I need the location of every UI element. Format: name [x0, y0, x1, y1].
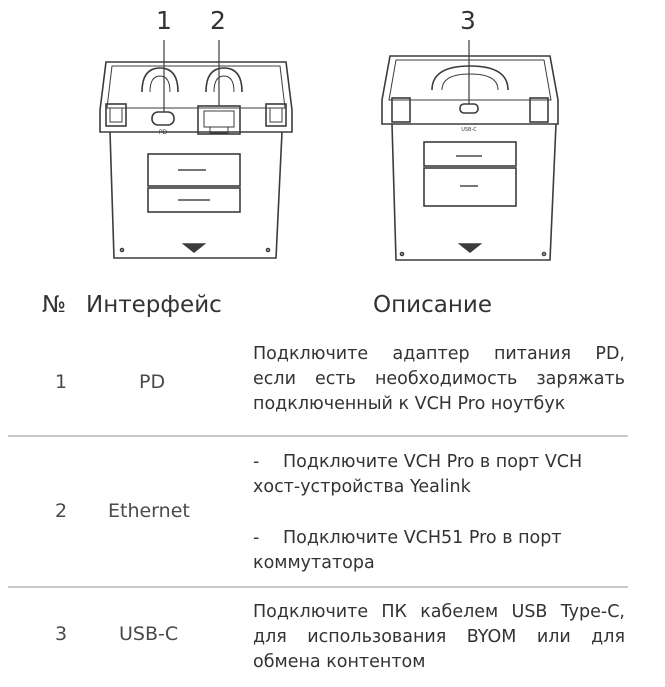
usbc-port-label: USB-C	[461, 127, 477, 133]
row-3-number: 3	[55, 623, 68, 645]
row-1-interface: PD	[139, 371, 166, 393]
row-1-description-line: подключенный к VCH Pro ноутбук	[253, 394, 566, 414]
row-1-description: Подключите адаптер питания PD, если есть…	[253, 342, 625, 417]
row-divider	[8, 435, 628, 437]
row-3-description-line: для использования BYOM или для	[253, 627, 625, 647]
row-2-item-1-line-2: хост-устройства Yealink	[253, 477, 471, 497]
row-1-description-line: Подключите адаптер питания PD,	[253, 344, 625, 364]
header-number: №	[42, 292, 66, 318]
header-interface: Интерфейс	[86, 292, 222, 318]
device-diagram: PD USB-C	[99, 40, 559, 261]
row-2-item-1: -Подключите VCH Pro в порт VCH хост-устр…	[253, 450, 625, 500]
row-2-number: 2	[55, 500, 68, 522]
callout-1: 1	[156, 6, 172, 35]
pd-port-label: PD	[159, 129, 168, 136]
callout-2: 2	[210, 6, 226, 35]
header-description: Описание	[373, 292, 492, 318]
row-2-item-1-line-1: -Подключите VCH Pro в порт VCH	[253, 452, 583, 472]
row-2-item-2-line-1: -Подключите VCH51 Pro в порт	[253, 528, 562, 548]
row-2-item-2: -Подключите VCH51 Pro в порт коммутатора	[253, 526, 625, 576]
row-divider	[8, 586, 628, 588]
row-3-description-line: Подключите ПК кабелем USB Type-C,	[253, 602, 625, 622]
device-right	[381, 40, 559, 261]
device-left	[99, 40, 293, 259]
row-1-number: 1	[55, 371, 68, 393]
usbc-port	[459, 103, 479, 114]
row-2-interface: Ethernet	[108, 500, 190, 522]
row-1-description-line: если есть необходимость заряжать	[253, 369, 625, 389]
row-3-description: Подключите ПК кабелем USB Type-C, для ис…	[253, 600, 625, 675]
row-2-item-2-line-2: коммутатора	[253, 553, 375, 573]
row-3-description-line: обмена контентом	[253, 652, 426, 672]
pd-port	[151, 111, 175, 126]
row-3-interface: USB-C	[119, 623, 179, 645]
callout-3: 3	[460, 6, 476, 35]
